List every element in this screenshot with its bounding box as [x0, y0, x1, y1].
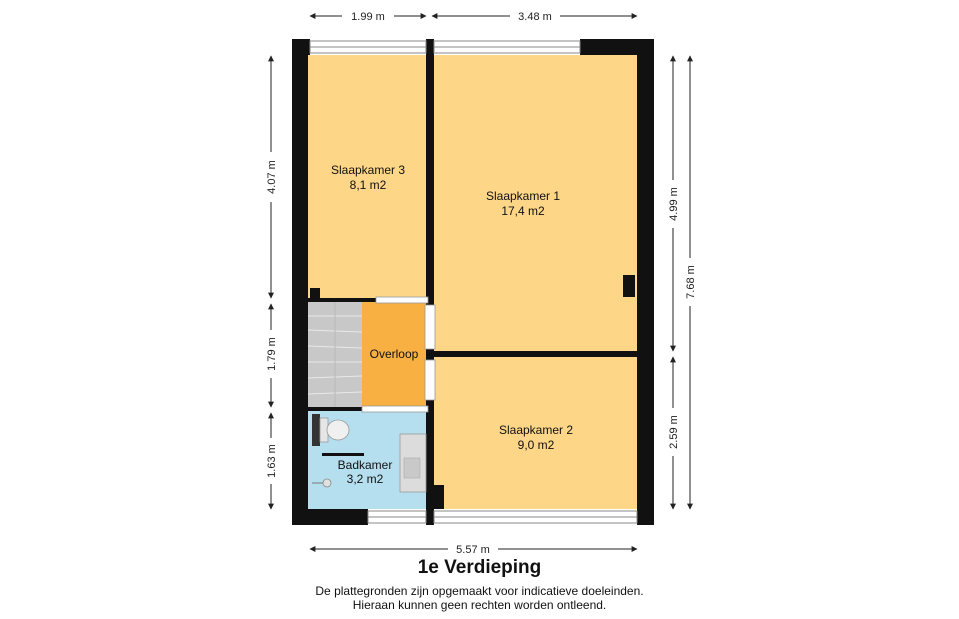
dimension-bottom-total: 5.57 m: [309, 544, 638, 556]
windows: [309, 40, 638, 524]
floorplan-drawing: Slaapkamer 3 8,1 m2 Slaapkamer 1 17,4 m2…: [266, 11, 697, 556]
dimension-right-total: 7.68 m: [685, 55, 697, 510]
dim-right-total-text: 7.68 m: [685, 265, 697, 299]
room-slaapkamer3: [308, 55, 428, 298]
toilet-fixture: [312, 414, 350, 446]
label-slaapkamer3-area: 8,1 m2: [350, 178, 387, 192]
dimension-top-right: 3.48 m: [431, 11, 638, 23]
dim-left-middle-text: 1.79 m: [266, 337, 278, 371]
disclaimer-line-2: Hieraan kunnen geen rechten worden ontle…: [352, 598, 607, 612]
floor-title: 1e Verdieping: [417, 557, 542, 578]
dimension-left-bottom: 1.63 m: [266, 412, 278, 510]
dim-bottom-total-text: 5.57 m: [456, 544, 490, 556]
dimension-left-top: 4.07 m: [266, 55, 278, 299]
dim-top-right-text: 3.48 m: [518, 11, 552, 23]
label-slaapkamer1-name: Slaapkamer 1: [486, 189, 560, 203]
dim-left-top-text: 4.07 m: [266, 160, 278, 194]
dimension-right-top: 4.99 m: [668, 55, 680, 352]
room-overloop: [362, 302, 428, 407]
label-slaapkamer2-name: Slaapkamer 2: [499, 423, 573, 437]
shower-drain-fixture: [312, 478, 332, 488]
stairs: [307, 302, 363, 407]
dimension-right-bottom: 2.59 m: [668, 356, 680, 510]
room-slaapkamer2: [432, 356, 637, 509]
dimension-top-left: 1.99 m: [309, 11, 427, 23]
dim-top-left-text: 1.99 m: [351, 11, 385, 23]
dimension-left-middle: 1.79 m: [266, 303, 278, 408]
label-overloop-name: Overloop: [370, 347, 419, 361]
room-slaapkamer1: [432, 55, 637, 352]
dim-left-bottom-text: 1.63 m: [266, 444, 278, 478]
bathroom-partition: [322, 453, 364, 456]
walls: [292, 39, 654, 525]
dim-right-bottom-text: 2.59 m: [668, 415, 680, 449]
sink-fixture: [399, 433, 427, 493]
doors: [361, 296, 436, 413]
label-slaapkamer1-area: 17,4 m2: [501, 204, 545, 218]
label-slaapkamer3-name: Slaapkamer 3: [331, 163, 405, 177]
label-badkamer-name: Badkamer: [338, 458, 393, 472]
dim-right-top-text: 4.99 m: [668, 187, 680, 221]
label-slaapkamer2-area: 9,0 m2: [518, 438, 555, 452]
label-badkamer-area: 3,2 m2: [347, 472, 384, 486]
disclaimer-line-1: De plattegronden zijn opgemaakt voor ind…: [315, 584, 644, 598]
